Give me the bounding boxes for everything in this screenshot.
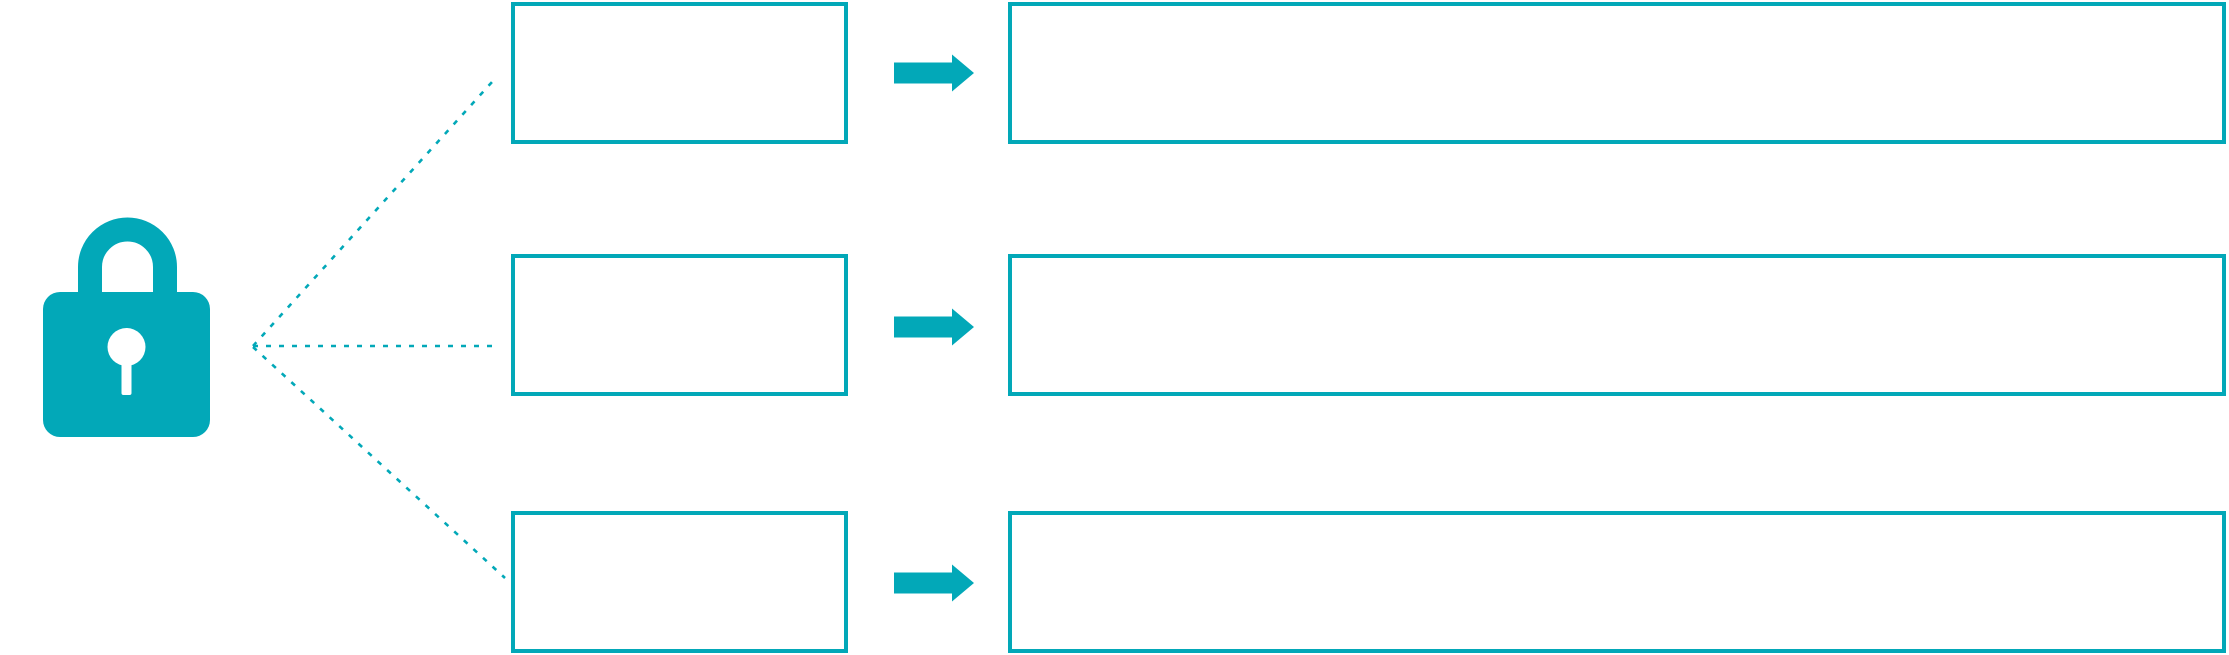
- connector-to-row-1: [252, 81, 493, 347]
- row-2-target-box: [1008, 254, 2226, 396]
- row-3-target-text: [1012, 515, 2222, 531]
- row-1-source-box: [511, 2, 848, 144]
- row-2-source-box: [511, 254, 848, 396]
- arrow-right-icon: [894, 54, 974, 92]
- arrow-right-icon: [894, 308, 974, 346]
- arrow-right-icon: [894, 564, 974, 602]
- row-3-source-text: [515, 515, 844, 531]
- row-1-target-text: [1012, 6, 2222, 22]
- lock-icon: [43, 217, 210, 437]
- row-1-target-box: [1008, 2, 2226, 144]
- row-2-target-text: [1012, 258, 2222, 274]
- connector-lines: [252, 81, 506, 579]
- row-3-target-box: [1008, 511, 2226, 653]
- row-1-source-text: [515, 6, 844, 22]
- row-arrows: [894, 54, 974, 602]
- row-2-source-text: [515, 258, 844, 274]
- row-3-source-box: [511, 511, 848, 653]
- connector-to-row-3: [252, 346, 506, 579]
